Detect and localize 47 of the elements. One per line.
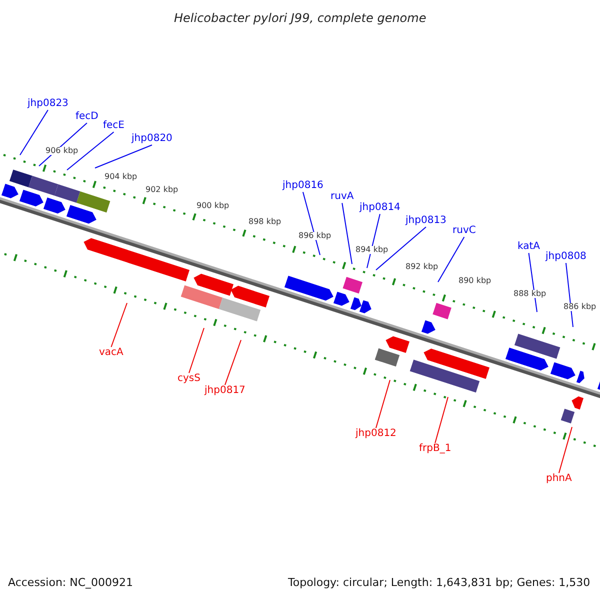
- gene-label: jhp0812: [356, 429, 396, 439]
- leader-line: [302, 192, 320, 256]
- scale-label: 896 kbp: [298, 232, 332, 240]
- scale-label: 888 kbp: [512, 290, 548, 298]
- leader-line: [376, 226, 426, 270]
- scale-label: 892 kbp: [404, 263, 440, 271]
- gene-label: ruvC: [452, 226, 476, 236]
- scale-label: 886 kbp: [562, 303, 598, 311]
- gene-label: fecE: [103, 121, 124, 131]
- gene-label: jhp0816: [282, 181, 324, 191]
- genome-info-text: Topology: circular; Length: 1,643,831 bp; Genes: 1,530: [288, 576, 590, 588]
- scale-label: 904 kbp: [104, 173, 138, 181]
- gene-label: jhp0823: [28, 99, 68, 109]
- leader-line: [20, 110, 48, 156]
- gene-label: phnA: [546, 474, 572, 484]
- leader-line: [94, 144, 152, 168]
- leader-line: [528, 252, 538, 312]
- gene-label: cysS: [178, 374, 200, 384]
- scale-label: 900 kbp: [196, 202, 230, 210]
- gene-label: jhp0820: [132, 134, 172, 144]
- gene-label: jhp0817: [204, 386, 246, 396]
- scale-label: 890 kbp: [458, 277, 492, 285]
- gene-label: katA: [518, 242, 540, 252]
- scale-label: 902 kbp: [144, 186, 180, 194]
- leader-line: [558, 426, 572, 474]
- leader-line: [366, 214, 380, 268]
- leader-line: [110, 302, 128, 348]
- accession-text: Accession: NC_000921: [8, 576, 134, 588]
- leader-line: [342, 202, 352, 264]
- leader-line: [188, 328, 204, 374]
- leader-line: [375, 380, 390, 428]
- gene-label: ruvA: [330, 192, 354, 202]
- leader-line: [438, 236, 465, 282]
- gene-label: jhp0814: [360, 203, 400, 213]
- scale-label: 898 kbp: [248, 218, 282, 226]
- scale-label: 894 kbp: [354, 246, 390, 254]
- leader-line: [66, 132, 114, 170]
- gene-label: jhp0808: [546, 252, 586, 262]
- leader-line: [434, 396, 448, 444]
- gene-label: frpB_1: [419, 444, 452, 454]
- leader-line: [224, 340, 242, 386]
- gene-label: vacA: [99, 348, 124, 358]
- gene-label: jhp0813: [406, 216, 446, 226]
- scale-label: 906 kbp: [44, 147, 80, 155]
- map-title: Helicobacter pylori J99, complete genome: [174, 12, 426, 24]
- leader-line: [565, 262, 574, 328]
- gene-label: fecD: [76, 112, 98, 122]
